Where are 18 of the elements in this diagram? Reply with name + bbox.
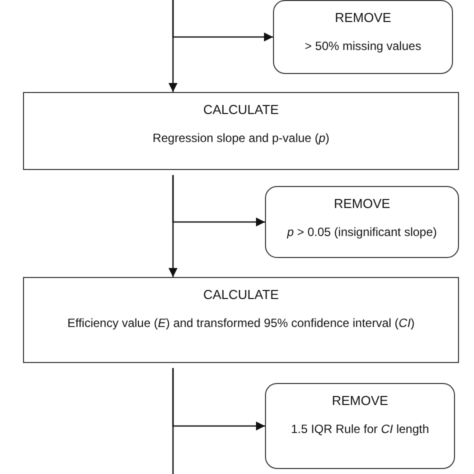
- arrow: [168, 0, 178, 92]
- step-heading: CALCULATE: [203, 102, 279, 117]
- removal-box: [265, 186, 459, 258]
- step-description: p > 0.05 (insignificant slope): [286, 225, 438, 241]
- removal-box: [265, 383, 455, 469]
- process-box: [23, 277, 459, 363]
- process-box: [23, 92, 459, 170]
- connector-line: [172, 368, 174, 474]
- step-description: Regression slope and p-value (p): [152, 131, 330, 147]
- step-description: 1.5 IQR Rule for CI length: [290, 422, 430, 438]
- step-heading: REMOVE: [334, 10, 392, 25]
- step-description: > 50% missing values: [304, 39, 422, 55]
- step-heading: REMOVE: [334, 196, 390, 211]
- step-heading: REMOVE: [332, 393, 388, 408]
- arrow: [168, 175, 178, 277]
- removal-box: [273, 0, 453, 74]
- step-heading: CALCULATE: [203, 287, 279, 302]
- step-description: Efficiency value (E) and transformed 95% confidence interval (CI): [66, 316, 416, 332]
